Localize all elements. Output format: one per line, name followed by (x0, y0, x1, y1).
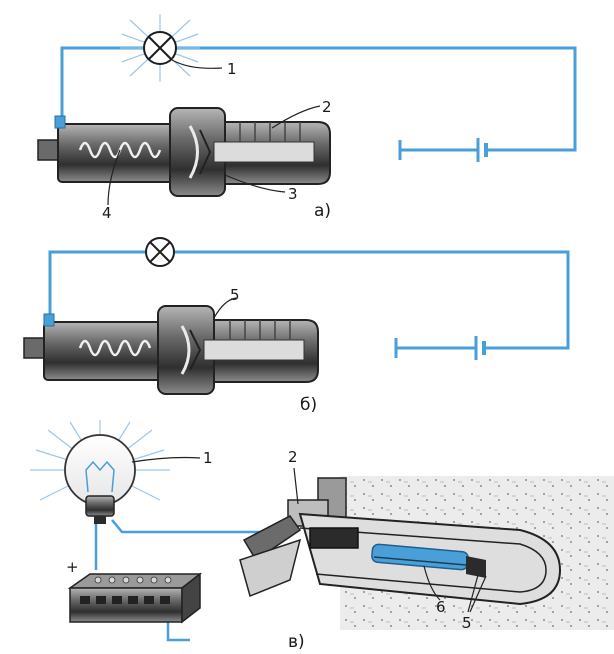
panel-c: + 1 2 6 5 в) (30, 420, 614, 652)
label-a-3: 3 (288, 185, 298, 203)
panel-c-sensor (239, 477, 562, 606)
caption-b: б) (300, 395, 317, 415)
label-a-1: 1 (227, 60, 237, 78)
panel-b-circuit (48, 250, 570, 350)
panel-c-lamp-icon (30, 420, 170, 524)
panel-a-circuit (60, 46, 577, 152)
panel-a-membrane (188, 125, 199, 179)
panel-b-lamp-icon (145, 237, 175, 267)
label-b-5: 5 (230, 286, 240, 304)
panel-a: 1 2 3 4 а) (37, 14, 577, 222)
battery-plus-sign: + (66, 558, 79, 576)
panel-b-sensor-body (23, 305, 319, 395)
label-c-2: 2 (288, 448, 298, 466)
panel-a-battery-icon (398, 138, 488, 162)
panel-c-wire-top (111, 519, 260, 534)
panel-b-spring (78, 339, 152, 357)
panel-a-sensor-body (37, 107, 331, 197)
panel-a-lamp-icon (120, 14, 200, 82)
label-c-6: 6 (436, 598, 446, 616)
label-c-1: 1 (203, 449, 213, 467)
label-a-2: 2 (322, 98, 332, 116)
panel-b: 5 б) (23, 237, 570, 415)
panel-c-battery-icon (67, 572, 203, 624)
label-a-4: 4 (102, 204, 112, 222)
label-c-5: 5 (462, 614, 472, 632)
caption-c: в) (288, 632, 305, 650)
caption-a: а) (314, 201, 331, 221)
panel-b-battery-icon (394, 336, 486, 360)
